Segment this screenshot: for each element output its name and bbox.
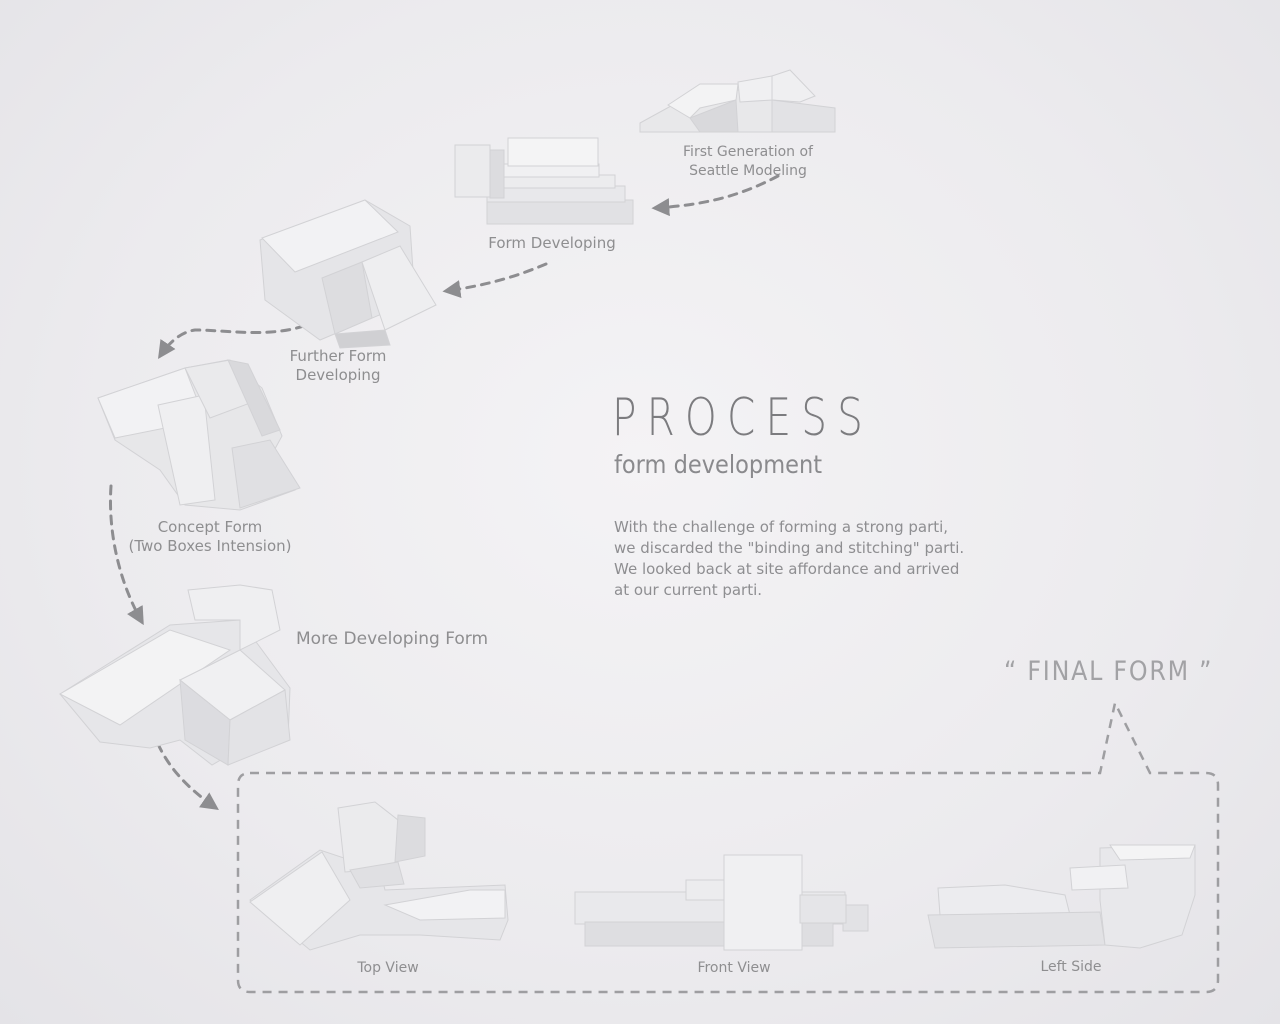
label-first-generation: First Generation of Seattle Modeling [683,144,813,179]
final-form-title: “ FINAL FORM ” [1004,656,1214,687]
description-line: With the challenge of forming a strong p… [614,518,949,536]
label-form-developing: Form Developing [488,234,616,252]
label-more-developing: More Developing Form [296,629,489,649]
model-further-form [259,199,437,349]
model-form-developing [454,137,634,225]
final-form-frame [236,699,1220,994]
description-line: at our current parti. [614,581,763,599]
page-title: PROCESS [612,388,873,448]
label-top-view: Top View [357,960,419,976]
final-front-view [574,854,869,951]
label-concept-form: Concept Form (Two Boxes Intension) [128,518,292,555]
label-left-side: Left Side [1040,959,1102,975]
arrow-further-to-concept [158,318,320,359]
final-left-side [927,844,1196,949]
arrow-first-to-form [651,174,780,217]
model-more-developing [58,584,291,766]
label-further-form: Further Form Developing [289,347,387,384]
arrow-form-to-further [442,262,548,298]
model-first-generation [639,69,836,133]
description-line: We looked back at site affordance and ar… [614,560,960,578]
arrow-more-to-final [156,742,219,811]
model-concept-form [97,359,301,511]
description-line: we discarded the "binding and stitching"… [614,539,965,557]
arrow-concept-to-more [109,484,144,626]
description-text: With the challenge of forming a strong p… [614,517,994,601]
final-top-view [249,801,509,951]
page-subtitle: form development [614,450,823,479]
label-front-view: Front View [697,960,771,976]
